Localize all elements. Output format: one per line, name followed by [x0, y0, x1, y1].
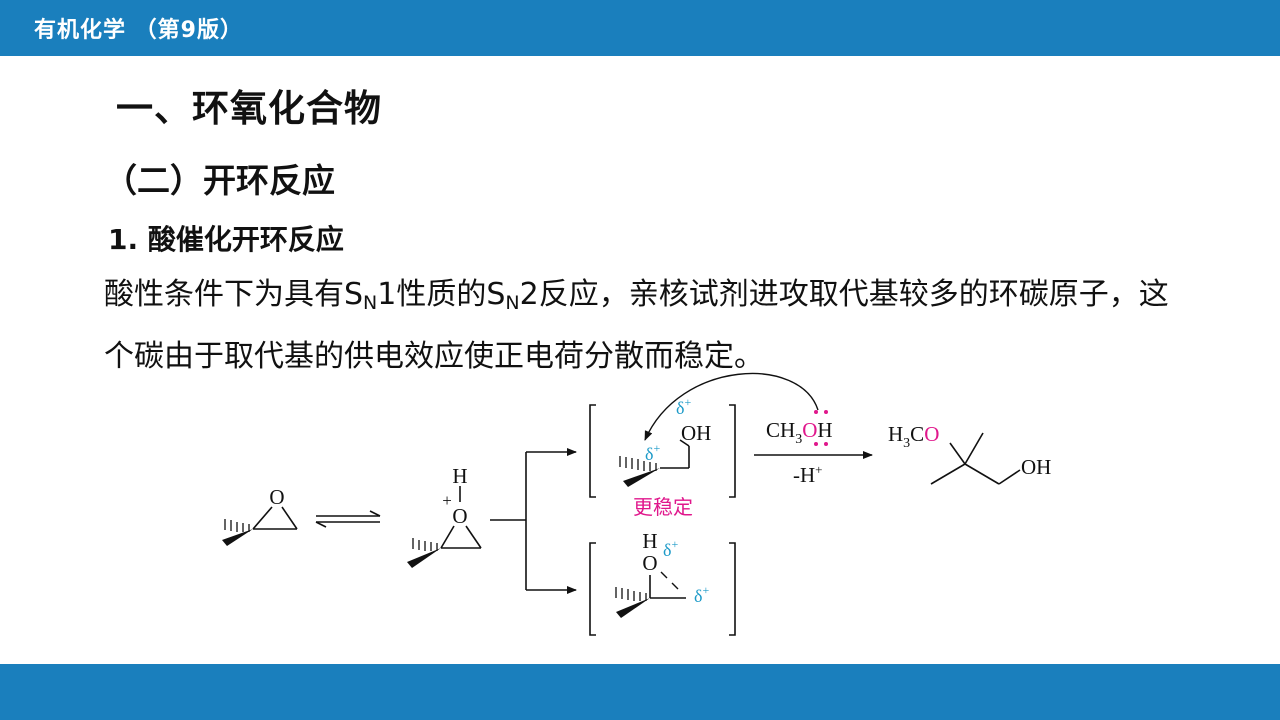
para-text-1: 酸性条件下为具有S	[104, 277, 364, 312]
explanation-paragraph: 酸性条件下为具有SN1性质的SN2反应，亲核试剂进攻取代基较多的环碳原子，这个碳…	[104, 268, 1184, 384]
section-heading: 一、环氧化合物	[116, 87, 382, 130]
lone-pair-dots	[814, 410, 828, 446]
topic-heading: 1. 酸催化开环反应	[108, 223, 344, 256]
upper-delta-top: δ+	[676, 395, 691, 418]
epoxide-oxygen: O	[269, 485, 284, 509]
deprotonation-label: -H+	[793, 462, 823, 487]
subsection-heading: （二）开环反应	[104, 161, 335, 200]
header-bar: 有机化学 （第9版）	[0, 0, 1280, 56]
protonated-oxygen: O	[452, 504, 467, 528]
upper-hydroxyl: OH	[681, 421, 711, 445]
para-sub-2: N	[505, 292, 520, 314]
curved-attack-arrow	[644, 372, 819, 441]
para-text-2: 1性质的S	[377, 277, 506, 312]
protonated-wedge-bond	[407, 548, 441, 568]
positive-charge: +	[442, 491, 452, 510]
lower-wedge-bond	[616, 598, 650, 618]
upper-wedge-bond	[623, 468, 660, 487]
upper-delta-carbon: δ+	[645, 441, 660, 464]
course-title: 有机化学 （第9版）	[34, 18, 243, 43]
more-stable-caption: 更稳定	[633, 495, 693, 519]
lower-hydrogen: H	[642, 529, 657, 553]
upper-intermediate	[589, 404, 736, 498]
product-hydroxyl: OH	[1021, 455, 1051, 479]
epoxide-wedge-bond	[222, 529, 253, 546]
branch-arrows	[490, 448, 577, 594]
product-methoxy: H3CO	[888, 422, 939, 451]
epoxide-molecule	[224, 506, 298, 532]
footer-bar	[0, 664, 1280, 720]
para-sub-1: N	[363, 292, 378, 314]
para-text-3: 2反应，亲核试剂进攻取代基较多的环碳原子，这个碳由于取代基的供电效应使正电荷分散…	[104, 277, 1169, 374]
lower-delta-oxygen: δ+	[663, 537, 678, 560]
lower-delta-carbon: δ+	[694, 583, 709, 606]
methanol-reagent: CH3OH	[766, 418, 833, 447]
equilibrium-arrows	[315, 510, 381, 528]
product-skeleton	[930, 432, 1021, 485]
protonated-hydrogen: H	[452, 464, 467, 488]
protonated-epoxide	[412, 486, 482, 551]
lower-oxygen: O	[642, 551, 657, 575]
